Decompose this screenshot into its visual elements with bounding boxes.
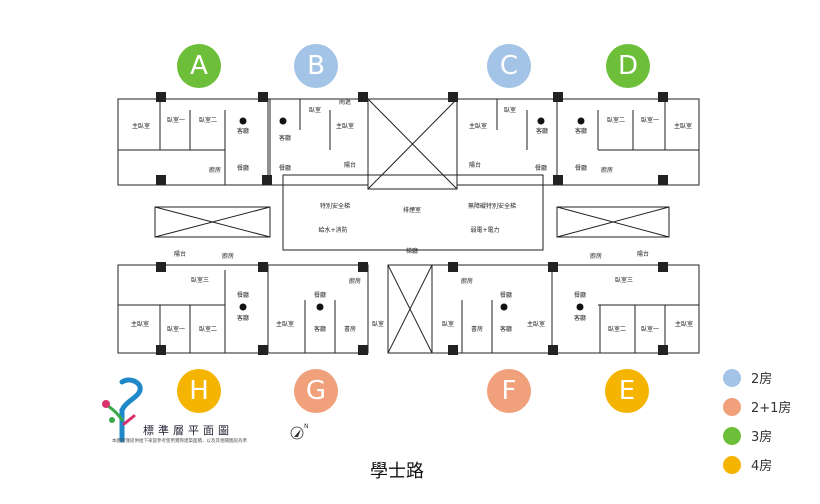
room-label-master: 主臥室 xyxy=(336,122,354,130)
room-label-living: 客廳 xyxy=(575,127,587,135)
unit-badge-c: C xyxy=(487,44,531,88)
room-label-bedroom: 臥室 xyxy=(504,106,516,114)
room-label-fire: 給水+消防 xyxy=(318,226,347,234)
room-label-kitchen: 廚房 xyxy=(461,277,473,285)
legend-item-2br: 2房 xyxy=(723,368,772,387)
legend-item-2plus1br: 2+1房 xyxy=(723,397,791,416)
north-label: N xyxy=(304,423,309,430)
room-label-bed3: 臥室三 xyxy=(191,276,209,284)
room-label-living: 客廳 xyxy=(237,314,249,322)
room-label-bed1: 臥室一 xyxy=(641,116,659,124)
room-label-master: 主臥室 xyxy=(675,320,693,328)
room-label-lobby: 梯廳 xyxy=(406,247,418,255)
legend-item-3br: 3房 xyxy=(723,426,772,445)
unit-badge-g: G xyxy=(294,369,338,413)
room-label-living: 客廳 xyxy=(314,325,326,333)
legend-label: 2房 xyxy=(751,372,773,387)
legend-label: 3房 xyxy=(751,430,773,445)
unit-badge-d: D xyxy=(606,44,650,88)
legend-label: 4房 xyxy=(751,459,773,474)
room-label-dining: 餐廳 xyxy=(574,291,586,299)
room-label-master: 主臥室 xyxy=(527,320,545,328)
legend-dot xyxy=(723,368,741,387)
room-label-dining: 餐廳 xyxy=(279,164,291,172)
room-label-bed3: 臥室三 xyxy=(615,276,633,284)
unit-badge-a: A xyxy=(177,44,221,88)
logo-icon xyxy=(102,377,143,443)
unit-badge-e: E xyxy=(605,369,649,413)
unit-badge-f: F xyxy=(487,369,531,413)
room-label-bedroom: 臥室 xyxy=(442,320,454,328)
room-label-bedroom: 臥室 xyxy=(309,106,321,114)
logo-disclaimer: 本圖面僅提供給下來當參考使用實際建築面積，以及其相關圖說為準 xyxy=(112,439,247,444)
room-label-kitchen: 廚房 xyxy=(590,252,602,260)
room-label-balcony: 陽台 xyxy=(637,250,649,258)
room-label-kitchen: 廚房 xyxy=(209,166,221,174)
room-label-dining: 餐廳 xyxy=(237,291,249,299)
room-label-dining: 餐廳 xyxy=(237,164,249,172)
room-label-living: 客廳 xyxy=(536,127,548,135)
room-label-dining: 餐廳 xyxy=(314,291,326,299)
room-label-bed1: 臥室一 xyxy=(167,325,185,333)
room-label-bed1: 臥室一 xyxy=(641,325,659,333)
room-label-dining: 餐廳 xyxy=(535,164,547,172)
room-label-balcony: 陽台 xyxy=(344,161,356,169)
north-arrow-icon xyxy=(290,426,304,440)
room-label-living: 客廳 xyxy=(500,325,512,333)
room-label-kitchen: 廚房 xyxy=(349,277,361,285)
legend-label: 2+1房 xyxy=(751,401,792,416)
legend-item-4br: 4房 xyxy=(723,455,772,474)
unit-badge-b: B xyxy=(294,44,338,88)
room-label-living: 客廳 xyxy=(279,134,291,142)
room-label-study: 書房 xyxy=(471,325,483,333)
room-label-elec: 弱電+電力 xyxy=(470,226,499,234)
room-label-kitchen: 廚房 xyxy=(222,252,234,260)
room-label-master: 主臥室 xyxy=(131,320,149,328)
room-label-master: 主臥室 xyxy=(674,122,692,130)
street-name: 學士路 xyxy=(370,461,424,482)
logo-title: 標準層平面圖 xyxy=(143,424,233,437)
legend-dot xyxy=(723,426,741,445)
room-label-dining: 餐廳 xyxy=(575,164,587,172)
room-label-dining: 餐廳 xyxy=(500,291,512,299)
room-label-bedroom: 臥室 xyxy=(372,320,384,328)
room-label-bed2: 臥室二 xyxy=(607,116,625,124)
room-label-study: 書房 xyxy=(344,325,356,333)
unit-badge-h: H xyxy=(177,369,221,413)
room-label-living: 客廳 xyxy=(237,127,249,135)
room-label-master: 主臥室 xyxy=(276,320,294,328)
room-label-living: 客廳 xyxy=(574,314,586,322)
room-label-master: 主臥室 xyxy=(132,122,150,130)
room-label-stair: 排煙室 xyxy=(403,206,421,214)
room-label-bed1: 臥室一 xyxy=(167,116,185,124)
room-label-bed2: 臥室二 xyxy=(199,116,217,124)
room-label-rain: 雨遮 xyxy=(339,98,351,106)
room-label-kitchen: 廚房 xyxy=(601,166,613,174)
room-label-stair-safe: 無障礙特別安全梯 xyxy=(468,202,516,210)
room-label-master: 主臥室 xyxy=(469,122,487,130)
room-label-special-stair: 特別安全梯 xyxy=(320,202,350,210)
room-label-bed2: 臥室二 xyxy=(608,325,626,333)
room-label-balcony: 陽台 xyxy=(469,161,481,169)
room-label-bed2: 臥室二 xyxy=(199,325,217,333)
legend-dot xyxy=(723,397,741,416)
legend-dot xyxy=(723,455,741,474)
room-label-balcony: 陽台 xyxy=(174,250,186,258)
